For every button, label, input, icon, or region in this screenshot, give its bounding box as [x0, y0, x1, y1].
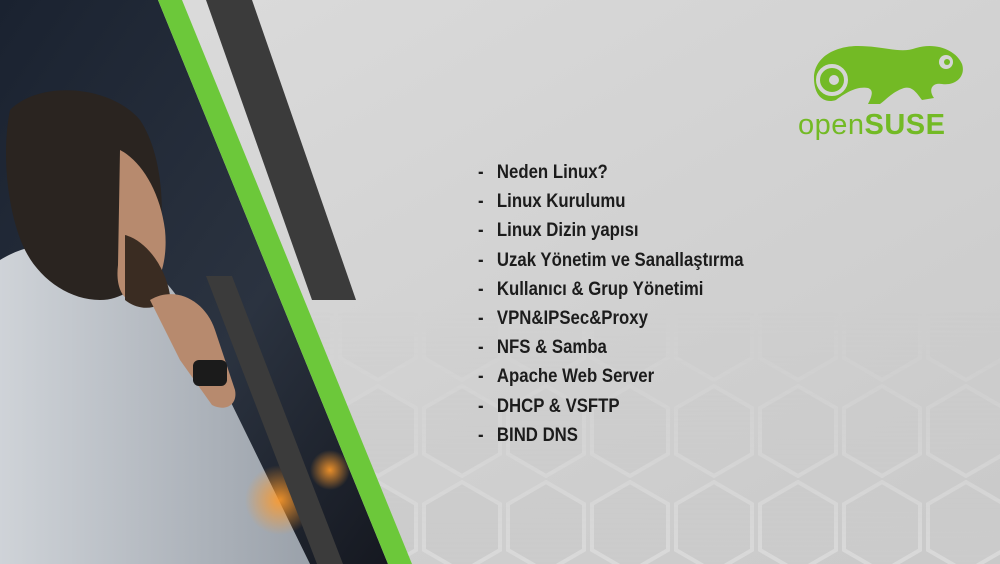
topic-label: Kullanıcı & Grup Yönetimi [496, 277, 704, 300]
topic-label: VPN&IPSec&Proxy [496, 306, 648, 329]
bullet: - [478, 277, 484, 300]
bullet: - [478, 161, 484, 183]
topic-label: NFS & Samba [496, 336, 607, 359]
gecko-icon [814, 45, 963, 104]
topic-label: DHCP & VSFTP [496, 394, 620, 417]
topic-list: -Neden Linux? -Linux Kurulumu -Linux Diz… [478, 158, 787, 450]
bullet: - [478, 394, 484, 417]
opensuse-wordmark: openSUSE [798, 108, 946, 142]
bullet: - [478, 336, 484, 359]
brand-name-part1: open [798, 109, 865, 141]
list-item: -Uzak Yönetim ve Sanallaştırma [478, 246, 744, 275]
dark-stripe-bottom [206, 276, 343, 564]
list-item: -Linux Dizin yapısı [478, 216, 744, 245]
opensuse-logo: openSUSE [796, 38, 966, 142]
topic-label: BIND DNS [496, 423, 578, 446]
bullet: - [478, 219, 484, 242]
list-item: -Neden Linux? [478, 158, 744, 187]
list-item: -Apache Web Server [478, 362, 744, 391]
list-item: -Linux Kurulumu [478, 187, 744, 216]
list-item: -BIND DNS [478, 421, 744, 450]
topic-label: Linux Dizin yapısı [496, 219, 639, 242]
list-item: -Kullanıcı & Grup Yönetimi [478, 275, 744, 304]
bullet: - [478, 365, 484, 388]
topic-label: Apache Web Server [496, 365, 655, 388]
topic-label: Uzak Yönetim ve Sanallaştırma [496, 248, 744, 271]
list-item: -VPN&IPSec&Proxy [478, 304, 744, 333]
dark-stripe-top [206, 0, 356, 300]
bullet: - [478, 248, 484, 271]
bullet: - [478, 190, 484, 213]
bullet: - [478, 423, 484, 446]
topic-label: Neden Linux? [496, 161, 608, 183]
list-item: -DHCP & VSFTP [478, 392, 744, 421]
list-item: -NFS & Samba [478, 333, 744, 362]
topic-label: Linux Kurulumu [496, 190, 626, 213]
bullet: - [478, 306, 484, 329]
brand-name-part2: SUSE [864, 109, 946, 141]
green-stripe [158, 0, 412, 564]
